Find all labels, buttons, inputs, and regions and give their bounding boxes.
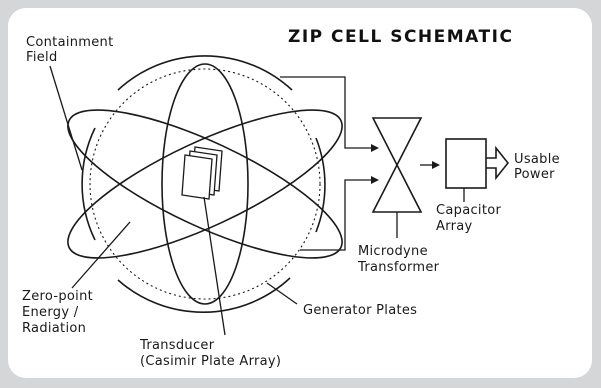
arrow-lower xyxy=(371,176,379,184)
orbital-vertical xyxy=(161,63,249,305)
label-containment-line1: Containment xyxy=(26,35,113,50)
label-generator-plates: Generator Plates xyxy=(303,303,417,318)
diagram-title: ZIP CELL SCHEMATIC xyxy=(288,27,513,47)
generator-plate-right xyxy=(315,137,326,233)
generator-plate-bottom xyxy=(117,277,291,313)
orbital-tilted-down xyxy=(67,109,343,259)
label-usable-line2: Power xyxy=(514,167,555,182)
transducer-plate-stack xyxy=(181,146,223,200)
label-containment-line2: Field xyxy=(26,50,58,65)
diagram-panel xyxy=(8,8,592,378)
generator-plate-left xyxy=(81,127,96,241)
label-microdyne-line1: Microdyne xyxy=(358,244,428,259)
containment-field-circle xyxy=(89,68,321,300)
orbital-tilted-up xyxy=(67,109,343,259)
generator-leader xyxy=(266,282,298,305)
label-usable-line1: Usable xyxy=(514,152,560,167)
label-transducer-line2: (Casimir Plate Array) xyxy=(140,354,281,369)
label-capacitor-line2: Array xyxy=(436,219,473,234)
label-zeropoint-line3: Radiation xyxy=(22,321,86,336)
output-line-lower xyxy=(300,179,371,251)
label-zeropoint-line1: Zero-point xyxy=(22,289,93,304)
generator-plate-top xyxy=(117,55,293,91)
label-microdyne-line2: Transformer xyxy=(357,260,440,275)
arrow-to-capacitor xyxy=(432,161,440,169)
usable-power-arrow-icon xyxy=(486,145,510,181)
capacitor-array-icon xyxy=(445,138,487,189)
arrow-upper xyxy=(371,144,379,152)
transducer-leader xyxy=(203,196,226,336)
containment-leader xyxy=(49,65,83,171)
output-line-upper xyxy=(280,76,371,149)
label-zeropoint-line2: Energy / xyxy=(22,305,79,320)
label-transducer-line1: Transducer xyxy=(139,338,215,353)
zeropoint-leader xyxy=(71,221,131,289)
microdyne-transformer-icon xyxy=(371,117,423,213)
label-capacitor-line1: Capacitor xyxy=(436,203,501,218)
